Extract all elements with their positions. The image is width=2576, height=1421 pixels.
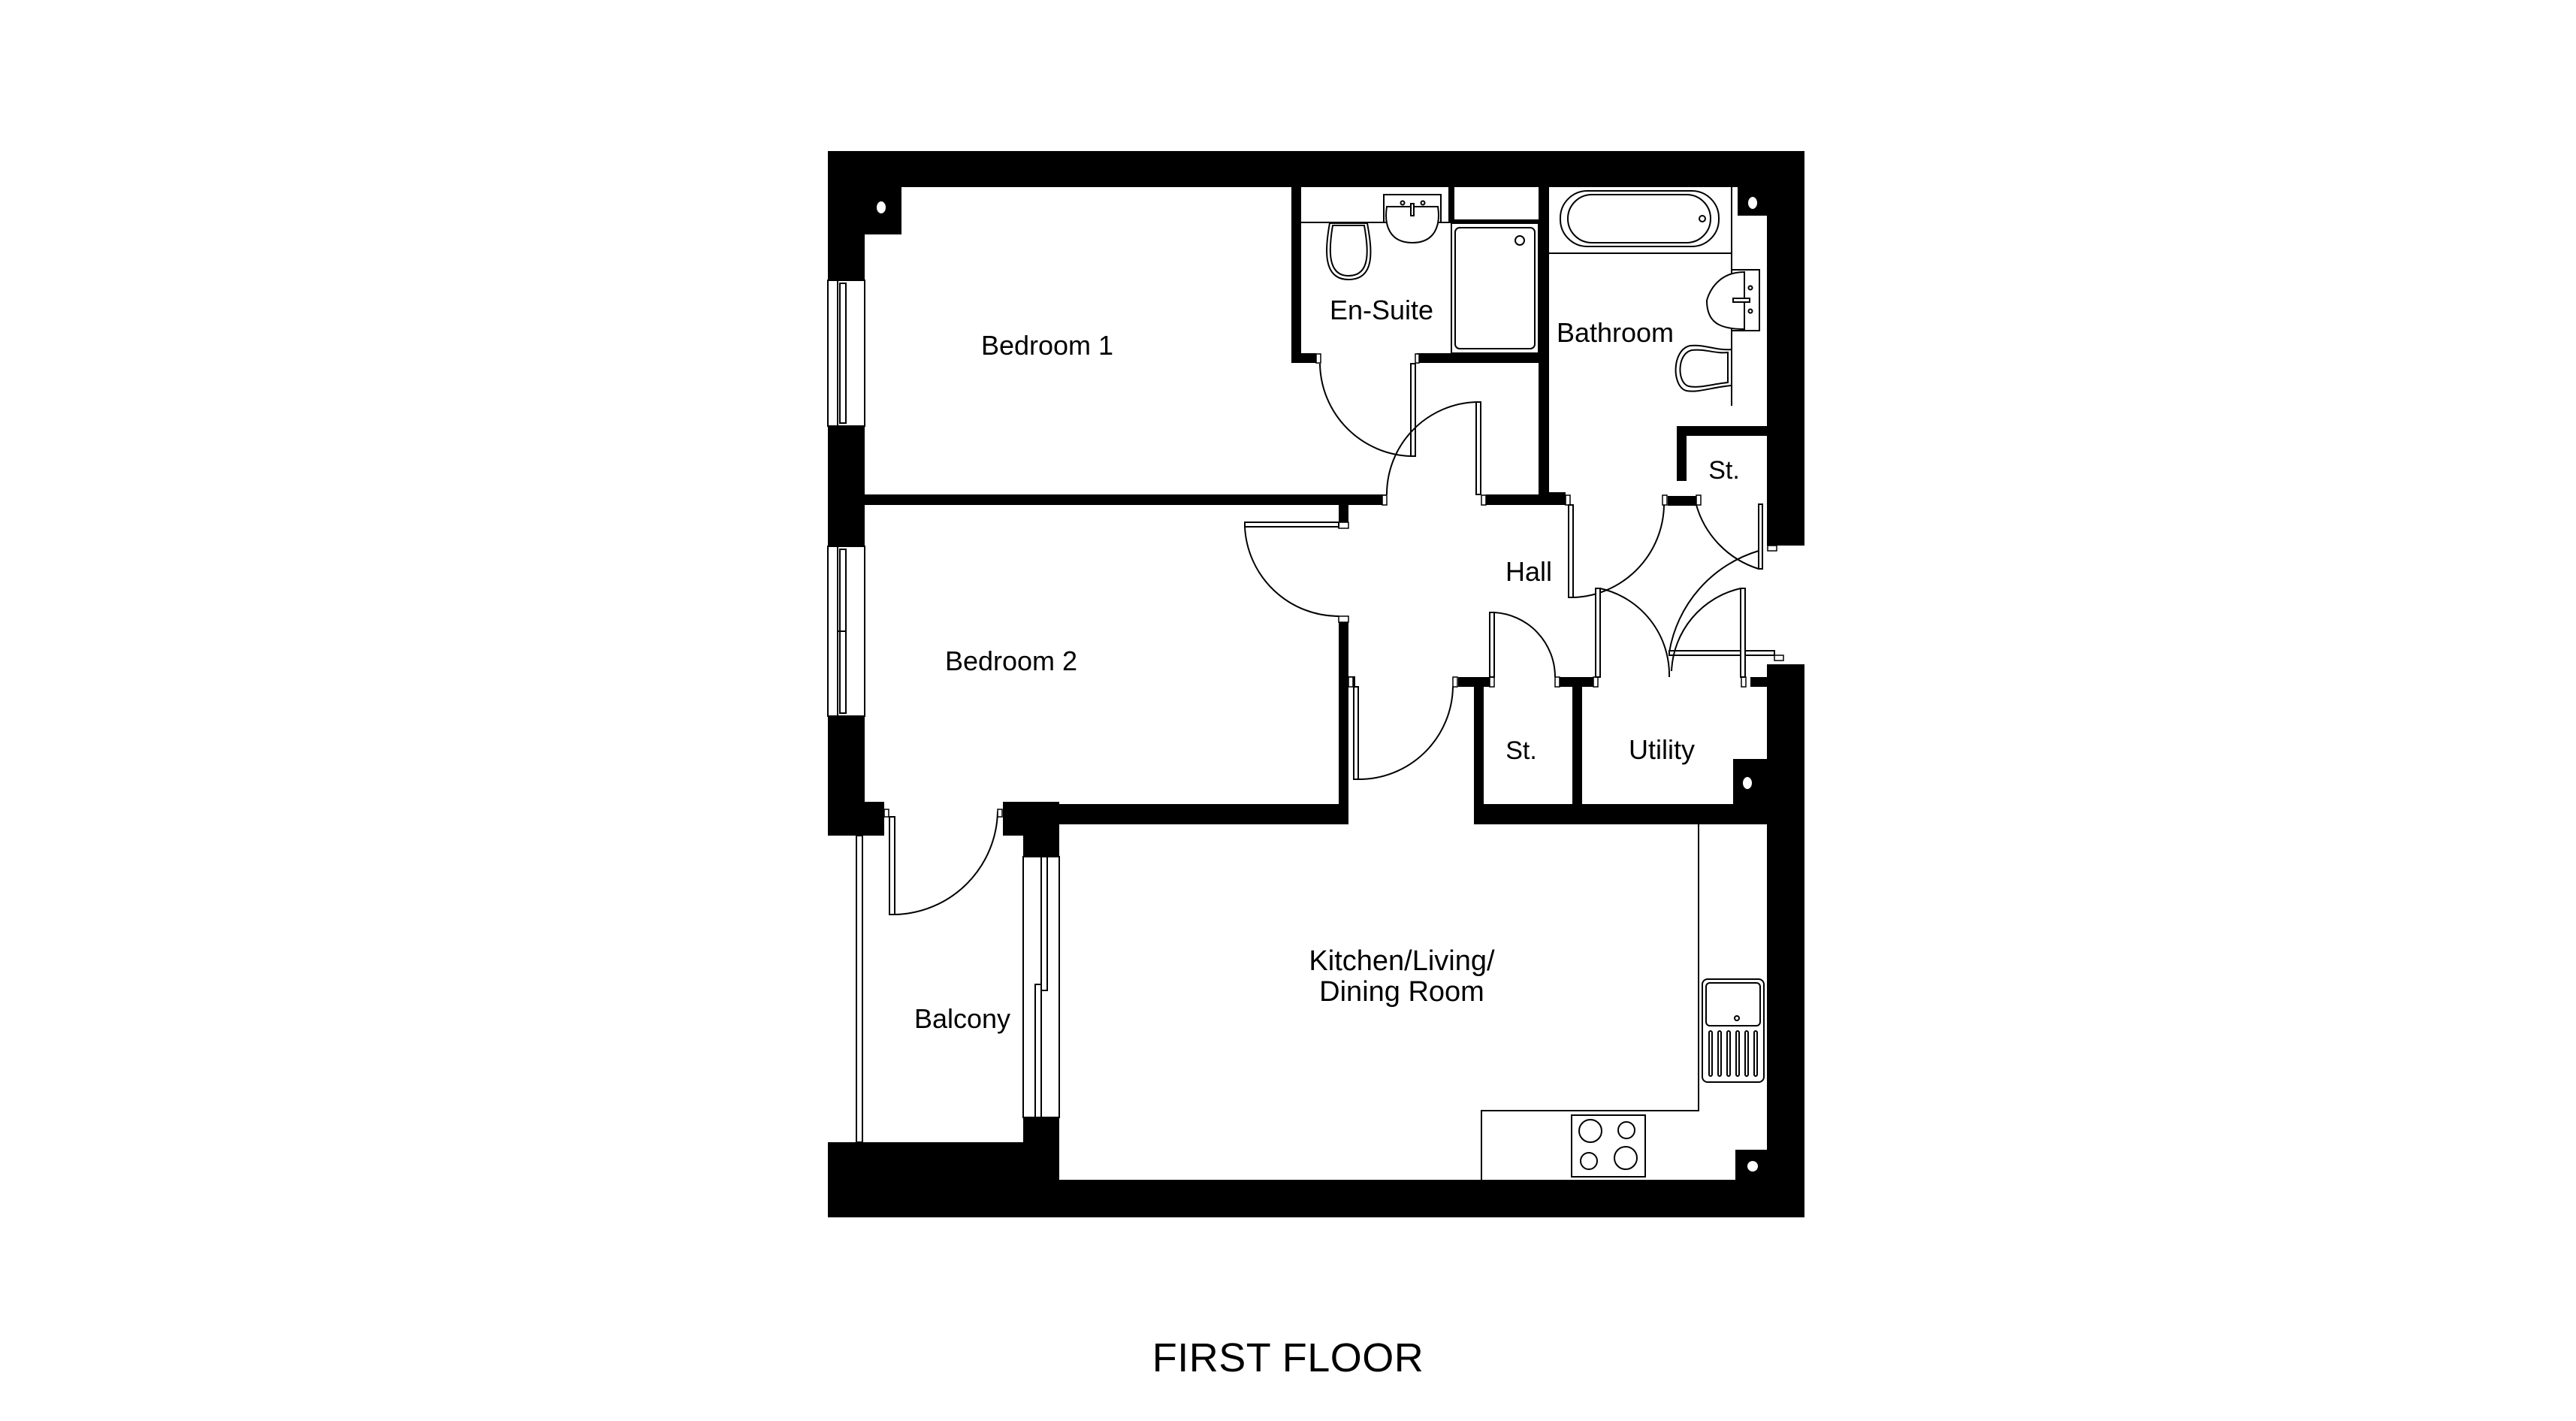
- fixtures: [1301, 187, 1765, 1180]
- column-dot-icon: [1748, 197, 1757, 209]
- basin-icon: [1383, 194, 1442, 244]
- window-icons: [827, 280, 1060, 1143]
- column-dot-icon: [1747, 1161, 1758, 1172]
- shower-tray-icon: [1451, 222, 1539, 354]
- internal-walls: [865, 187, 1767, 836]
- wc-icon: [1675, 344, 1732, 392]
- room-label-utility: Utility: [1629, 734, 1695, 765]
- column-dot-icon: [877, 201, 886, 213]
- room-label-kitchen-line1: Kitchen/Living/: [1309, 945, 1495, 977]
- door-swing-icons: [883, 353, 1784, 915]
- room-label-store-upper: St.: [1708, 456, 1740, 485]
- room-label-bedroom-1: Bedroom 1: [981, 330, 1113, 361]
- room-labels: Bedroom 1 Bedroom 2 En-Suite Bathroom Ha…: [914, 295, 1740, 1034]
- room-label-store-lower: St.: [1505, 736, 1537, 765]
- wall-column-dot-icons: [877, 197, 1758, 1172]
- hob-icon: [1571, 1114, 1646, 1178]
- room-label-balcony: Balcony: [914, 1003, 1010, 1034]
- outer-walls: [828, 151, 1804, 1217]
- room-label-kitchen-line2: Dining Room: [1319, 976, 1484, 1008]
- floor-title: FIRST FLOOR: [1152, 1335, 1424, 1380]
- basin-icon: [1705, 269, 1760, 331]
- room-label-en-suite: En-Suite: [1330, 295, 1433, 325]
- room-label-bathroom: Bathroom: [1557, 317, 1674, 348]
- column-dot-icon: [1743, 777, 1752, 789]
- room-label-hall: Hall: [1505, 556, 1552, 587]
- room-label-bedroom-2: Bedroom 2: [945, 645, 1077, 676]
- kitchen-sink-icon: [1702, 978, 1765, 1083]
- wc-icon: [1326, 222, 1372, 281]
